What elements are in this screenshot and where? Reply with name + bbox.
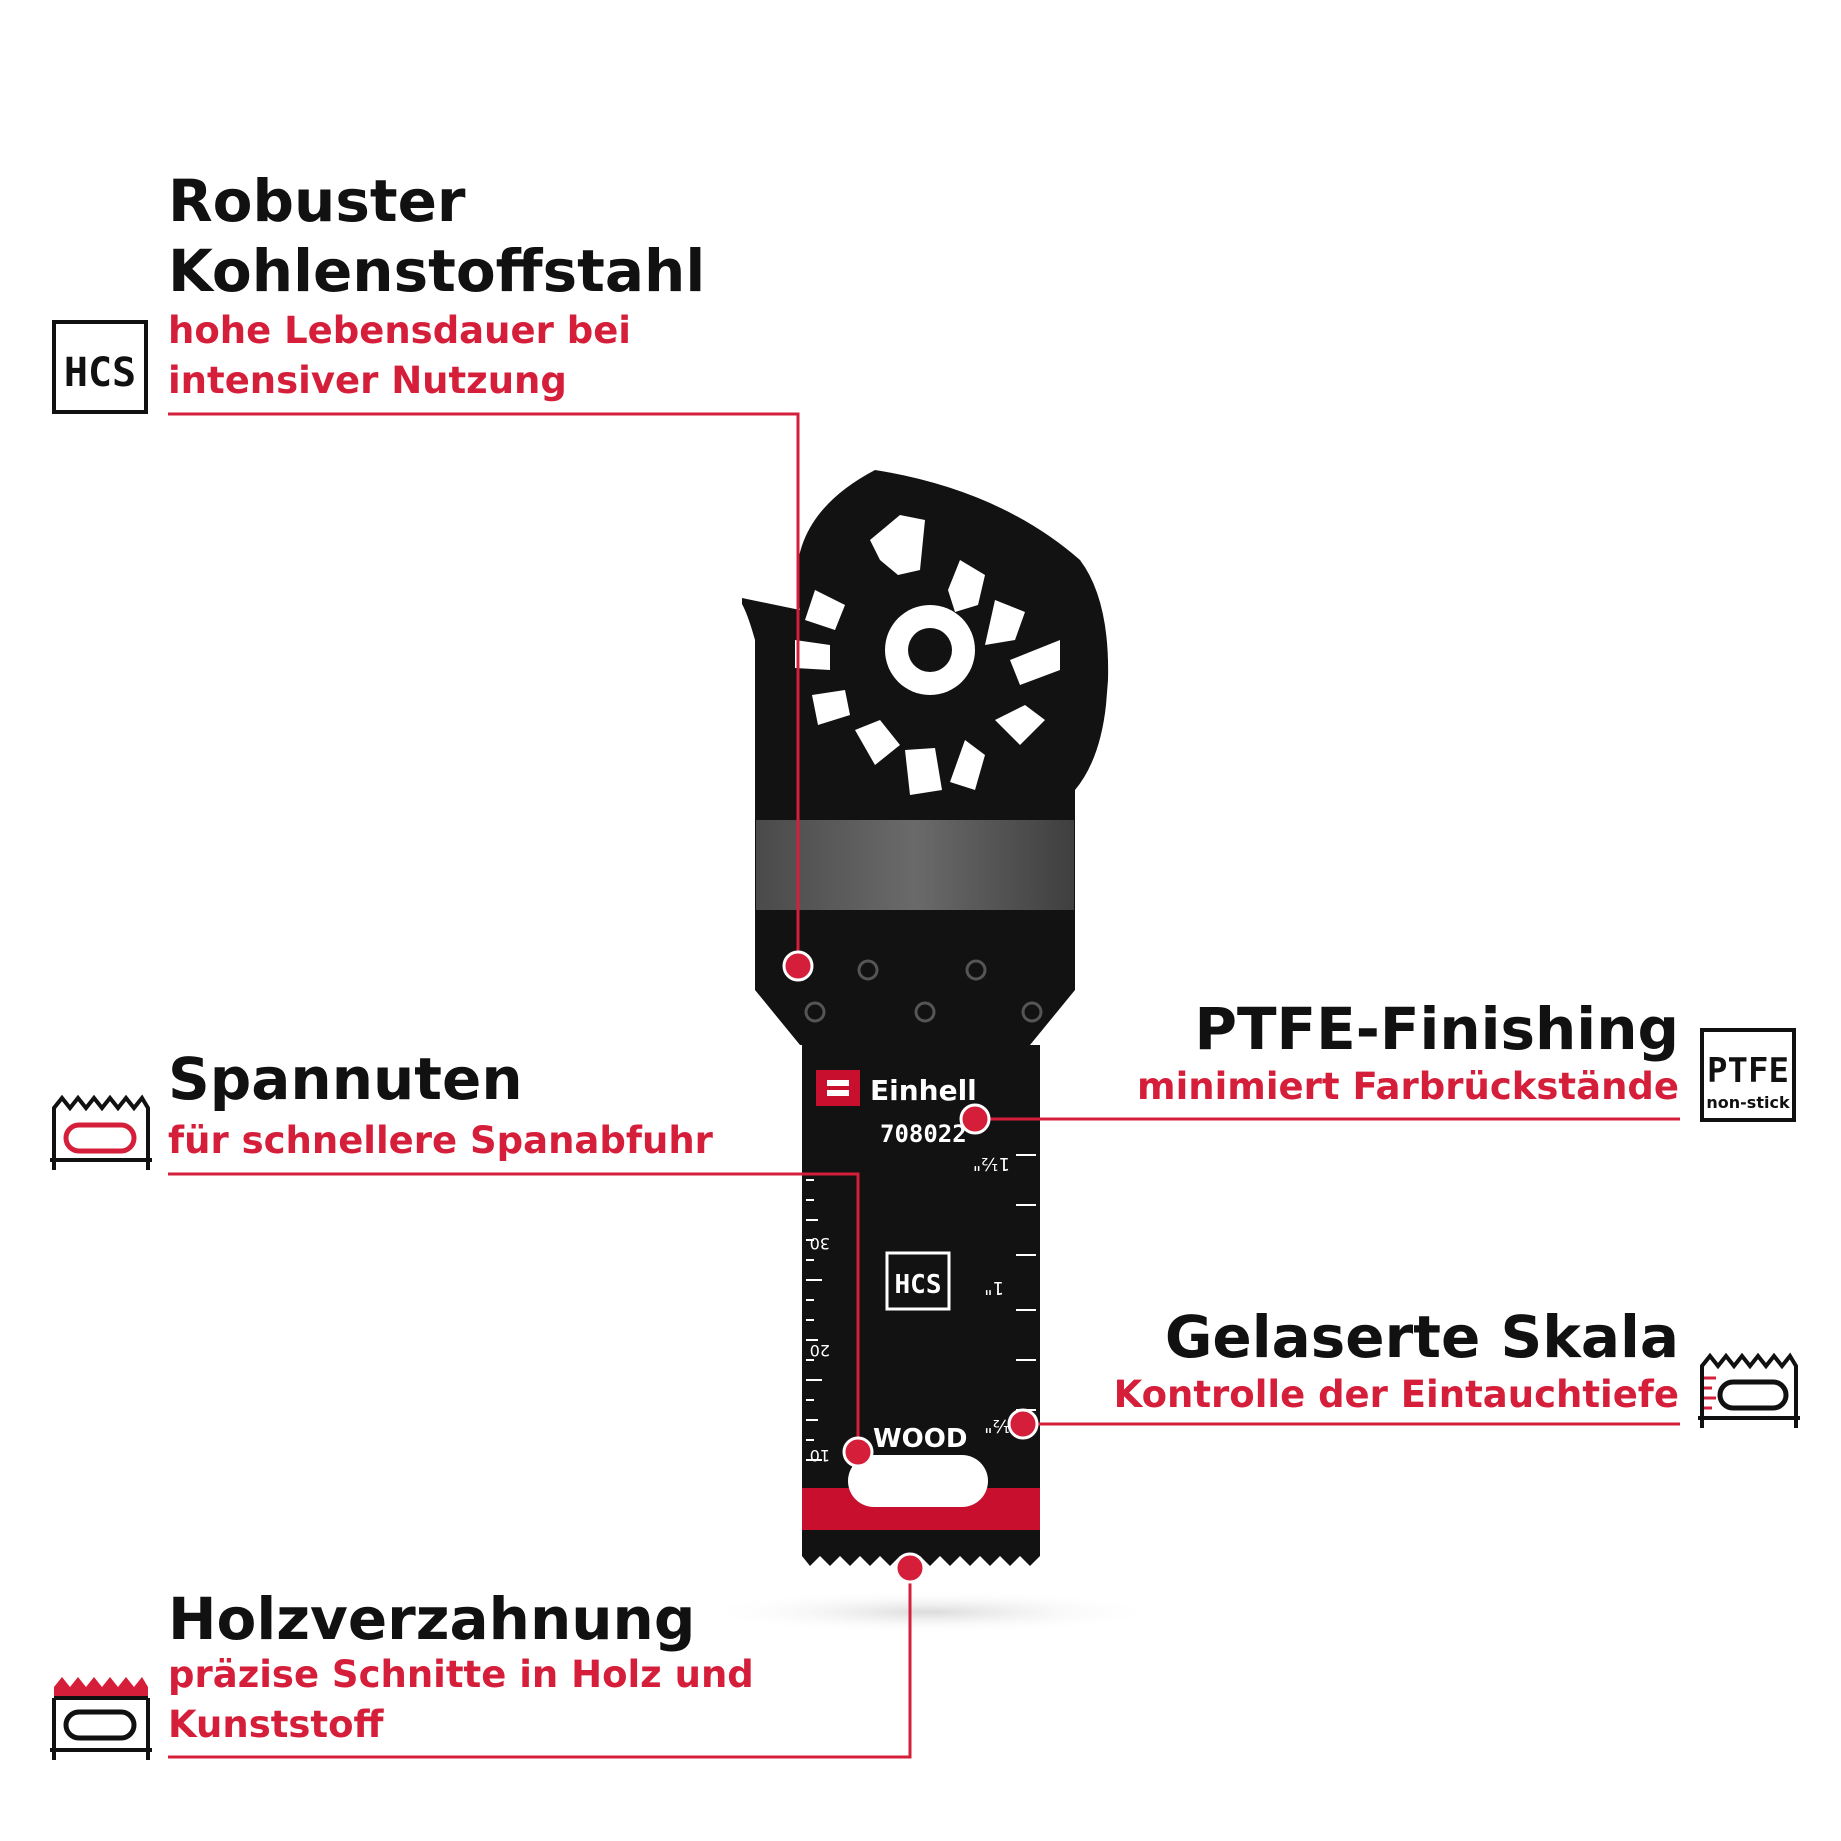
ptfe-icon-text: PTFE bbox=[1707, 1051, 1789, 1091]
callout-dot-hcs bbox=[782, 950, 814, 982]
spannuten-subtitle: für schnellere Spanabfuhr bbox=[168, 1119, 713, 1162]
callout-dot-ptfe bbox=[959, 1103, 991, 1135]
blade-shadow bbox=[700, 1590, 1160, 1634]
callout-dot-holz bbox=[894, 1552, 926, 1584]
blade-teeth bbox=[802, 1530, 1040, 1566]
hcs-subtitle-line2: intensiver Nutzung bbox=[168, 359, 567, 402]
blade-shaft bbox=[802, 1045, 1040, 1505]
wood-teeth-icon bbox=[50, 1677, 152, 1760]
mm-label-30: 30 bbox=[810, 1234, 830, 1253]
inch-label-1-5: 1½" bbox=[973, 1153, 1010, 1174]
callout-line-holz bbox=[168, 1568, 912, 1759]
blade-slot bbox=[848, 1455, 988, 1507]
hcs-title-line2: Kohlenstoffstahl bbox=[168, 237, 706, 305]
blade-hcs-box bbox=[885, 1251, 951, 1311]
rivets bbox=[804, 959, 1043, 1023]
laser-scale-icon bbox=[1698, 1352, 1800, 1428]
callout-dots bbox=[782, 950, 1039, 1584]
article-number: 708022 bbox=[880, 1120, 967, 1148]
hcs-icon: HCS bbox=[52, 320, 148, 414]
chip-groove-icon bbox=[50, 1094, 152, 1170]
saw-blade: Einhell 708022 30 20 10 1½" 1" ½" bbox=[742, 470, 1109, 1566]
ptfe-title: PTFE-Finishing bbox=[1194, 995, 1679, 1063]
skala-title: Gelaserte Skala bbox=[1164, 1303, 1679, 1371]
holz-title: Holzverzahnung bbox=[168, 1585, 696, 1653]
brand-logo-box bbox=[816, 1070, 860, 1106]
ptfe-icon: PTFE non-stick bbox=[1700, 1028, 1796, 1122]
ptfe-icon-subtext: non-stick bbox=[1706, 1093, 1790, 1112]
hcs-title-line1: Robuster bbox=[168, 167, 466, 235]
holz-subtitle-line2: Kunststoff bbox=[168, 1703, 384, 1746]
holz-subtitle-line1: präzise Schnitte in Holz und bbox=[168, 1653, 754, 1696]
hcs-subtitle-line1: hohe Lebensdauer bei bbox=[168, 309, 631, 352]
skala-subtitle: Kontrolle der Eintauchtiefe bbox=[1113, 1373, 1679, 1416]
callout-lines bbox=[168, 412, 1680, 1759]
spannuten-title: Spannuten bbox=[168, 1045, 523, 1113]
callout-dot-skala bbox=[1007, 1408, 1039, 1440]
hcs-icon-text: HCS bbox=[64, 350, 136, 396]
ptfe-subtitle: minimiert Farbrückstände bbox=[1137, 1065, 1679, 1108]
brand-name: Einhell bbox=[870, 1074, 977, 1107]
mm-label-10: 10 bbox=[810, 1446, 830, 1465]
blade-metallic-band bbox=[756, 820, 1074, 910]
blade-hcs-text: HCS bbox=[895, 1270, 942, 1300]
callout-line-spannuten bbox=[168, 1172, 860, 1450]
inch-label-0-5: ½" bbox=[984, 1415, 1010, 1436]
blade-type-text: WOOD bbox=[873, 1424, 967, 1454]
mm-label-20: 20 bbox=[810, 1341, 830, 1360]
mm-scale bbox=[806, 1179, 822, 1461]
callout-line-hcs bbox=[168, 412, 800, 966]
inch-label-1: 1" bbox=[984, 1277, 1004, 1298]
callout-dot-spannuten bbox=[842, 1436, 874, 1468]
